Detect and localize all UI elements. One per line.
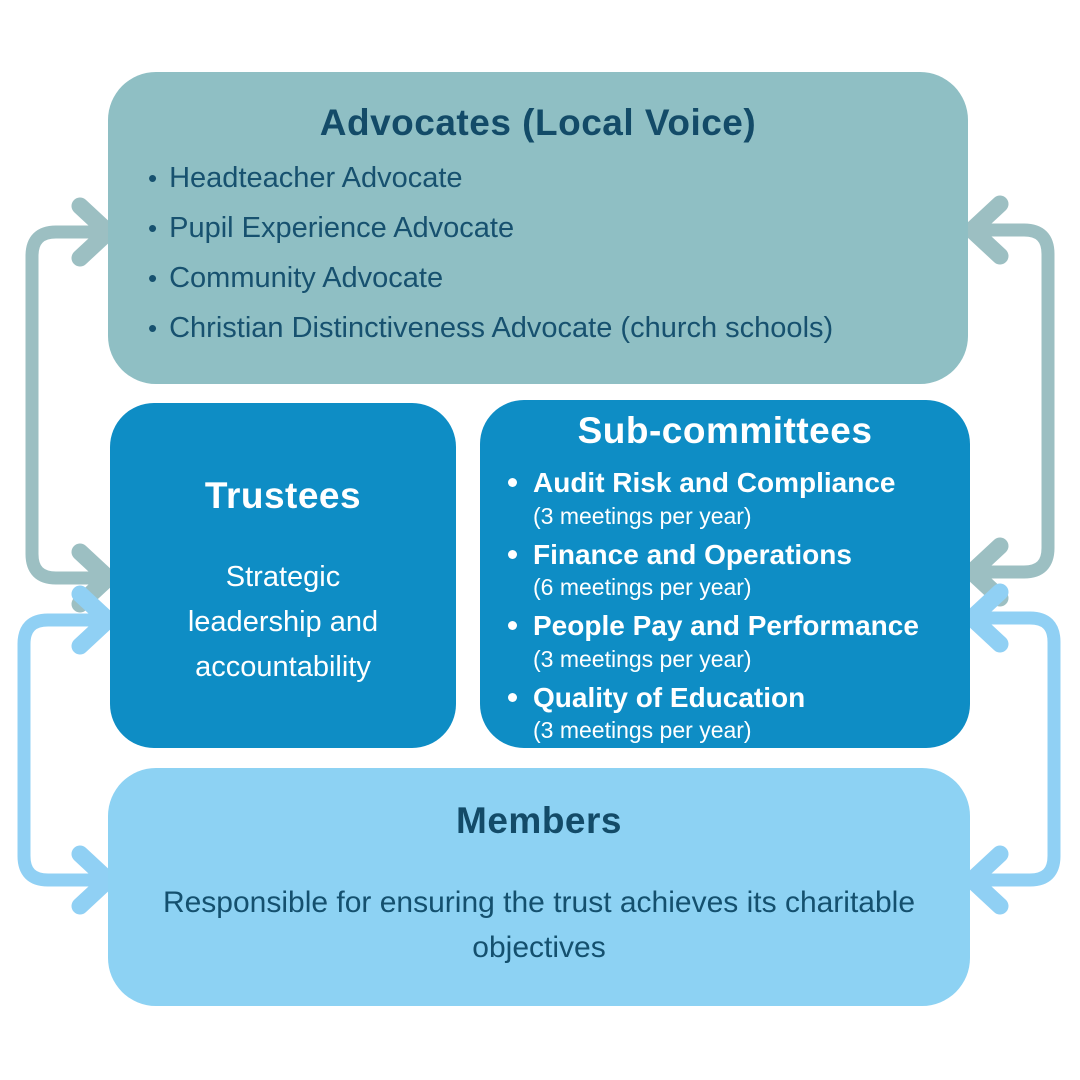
trustees-title: Trustees: [204, 475, 362, 516]
list-item: Audit Risk and Compliance (3 meetings pe…: [508, 466, 952, 530]
committee-frequency: (3 meetings per year): [533, 645, 752, 672]
members-description: Responsible for ensuring the trust achie…: [162, 886, 916, 964]
trustees-box: Trustees Strategic leadership and accoun…: [110, 403, 456, 748]
list-item: Quality of Education (3 meetings per yea…: [508, 681, 952, 745]
subcommittees-list: Audit Risk and Compliance (3 meetings pe…: [480, 466, 970, 744]
committee-entry: Finance and Operations (6 meetings per y…: [533, 538, 852, 602]
list-item: Finance and Operations (6 meetings per y…: [508, 538, 952, 602]
connector-advocates-trustees-left: [25, 197, 117, 613]
bullet-icon: •: [148, 263, 158, 293]
advocates-list: • Headteacher Advocate • Pupil Experienc…: [108, 162, 968, 345]
arrowhead-into-subcommittees-right-blue: [963, 583, 1009, 653]
advocate-item-label: Community Advocate: [169, 262, 444, 294]
subcommittees-title: Sub-committees: [577, 410, 873, 451]
committee-name: Audit Risk and Compliance: [533, 467, 896, 498]
committee-name: People Pay and Performance: [533, 610, 919, 642]
members-title: Members: [456, 800, 622, 841]
list-item: • Headteacher Advocate: [148, 162, 928, 195]
list-item: • Community Advocate: [148, 262, 928, 295]
connector-subcommittees-members-right: [963, 583, 1061, 915]
committee-frequency: (3 meetings per year): [533, 717, 752, 744]
connector-advocates-subcommittees-right: [963, 195, 1055, 607]
bullet-icon: [508, 692, 517, 702]
members-box: Members Responsible for ensuring the tru…: [108, 768, 970, 1006]
subcommittees-box: Sub-committees Audit Risk and Compliance…: [480, 400, 970, 748]
committee-frequency: (3 meetings per year): [533, 502, 752, 529]
committee-name: Quality of Education: [533, 681, 806, 713]
bullet-icon: •: [148, 163, 158, 193]
trustees-description: Strategic leadership and accountability: [187, 561, 379, 683]
arrowhead-into-advocates-right: [963, 195, 1009, 265]
advocate-item-label: Headteacher Advocate: [169, 162, 463, 194]
connector-trustees-members-left: [17, 585, 117, 915]
list-item: People Pay and Performance (3 meetings p…: [508, 609, 952, 673]
advocates-box: Advocates (Local Voice) • Headteacher Ad…: [108, 72, 968, 384]
bullet-icon: [508, 478, 517, 487]
committee-frequency: (6 meetings per year): [533, 574, 752, 601]
arrowhead-into-trustees-left-blue: [71, 585, 117, 655]
advocate-item-label: Christian Distinctiveness Advocate (chur…: [169, 312, 834, 344]
advocates-title: Advocates (Local Voice): [319, 102, 757, 143]
bullet-icon: [508, 549, 517, 559]
arrowhead-into-members-right: [963, 845, 1009, 915]
committee-entry: Quality of Education (3 meetings per yea…: [533, 681, 805, 745]
committee-entry: Audit Risk and Compliance (3 meetings pe…: [533, 466, 896, 530]
advocate-item-label: Pupil Experience Advocate: [169, 212, 515, 244]
bullet-icon: •: [148, 313, 158, 343]
list-item: • Christian Distinctiveness Advocate (ch…: [148, 312, 928, 345]
committee-name: Finance and Operations: [533, 538, 852, 570]
committee-entry: People Pay and Performance (3 meetings p…: [533, 609, 919, 673]
list-item: • Pupil Experience Advocate: [148, 212, 928, 245]
bullet-icon: •: [148, 213, 158, 243]
bullet-icon: [508, 621, 517, 631]
